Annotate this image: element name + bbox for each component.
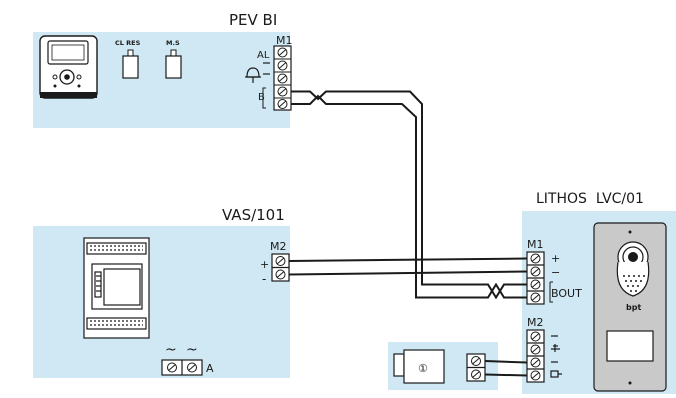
lock-symbol: ① [418, 362, 428, 375]
vas-ac-label: A [206, 362, 214, 375]
bell-icon [245, 67, 261, 83]
lithos-bout-bracket [549, 281, 553, 303]
wire-bus-pev [291, 90, 527, 300]
lithos-bout-label: BOUT [551, 287, 582, 300]
vas-title: VAS/101 [222, 206, 285, 224]
vas-terminal-block [271, 253, 290, 282]
lock-terminal [466, 353, 486, 382]
pev-monitor [39, 35, 98, 99]
ms-module: M.S [165, 39, 182, 79]
vas-ac-terminal [161, 359, 203, 376]
lithos-m2-symbols [550, 335, 562, 378]
lithos-m2-terminal [526, 329, 545, 383]
pev-b-label: B [258, 92, 265, 103]
lithos-faceplate: bpt [593, 222, 667, 392]
vas-minus-label: - [262, 272, 266, 286]
lithos-m1-label: M1 [527, 238, 544, 251]
pev-title: PEV BI [229, 11, 277, 29]
lithos-title: LITHOS LVC/01 [536, 191, 644, 207]
lock-device [393, 349, 445, 384]
wire-lock [484, 360, 528, 377]
ms-label: M.S [166, 39, 180, 47]
lithos-m1-terminal [526, 251, 545, 305]
vas-plus-label: + [260, 258, 269, 271]
wire-power-vas [288, 257, 528, 276]
pev-b-bracket [262, 87, 266, 109]
cl-res-module: CL RES [115, 39, 141, 79]
pev-al-label: AL [257, 50, 270, 61]
vas-power-supply [83, 237, 150, 339]
pev-m1-label: M1 [276, 34, 293, 47]
vas-panel [33, 226, 290, 378]
lithos-m1-plus: + [551, 252, 560, 265]
lithos-brand-mark: bpt [626, 303, 641, 312]
vas-ac-symbol-2: ~ [186, 342, 198, 358]
lithos-m2-label: M2 [527, 316, 544, 329]
cl-res-label: CL RES [115, 39, 141, 47]
vas-m2-label: M2 [270, 240, 287, 253]
lithos-m1-minus: − [551, 266, 560, 279]
vas-ac-symbol-1: ~ [165, 342, 177, 358]
pev-terminal-block [273, 45, 292, 111]
